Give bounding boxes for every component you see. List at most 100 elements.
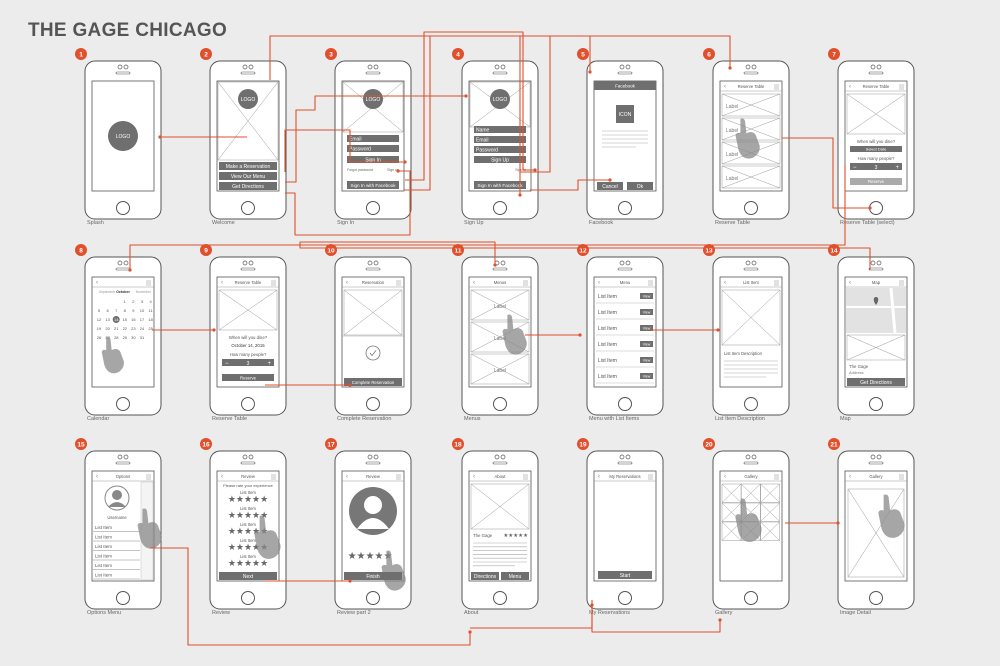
ok-button[interactable]	[627, 182, 653, 190]
back-icon[interactable]: ‹	[724, 474, 726, 480]
step-number: 6	[707, 52, 711, 59]
start-button[interactable]	[598, 571, 652, 579]
camera-icon	[367, 260, 373, 266]
back-icon[interactable]: ‹	[849, 280, 851, 286]
screen-area	[719, 276, 783, 388]
directions-button[interactable]	[471, 572, 499, 580]
back-icon[interactable]: ‹	[96, 474, 98, 480]
password-field[interactable]	[347, 145, 399, 152]
plus-icon: +	[267, 361, 271, 367]
card-label: Label	[494, 368, 506, 374]
back-icon[interactable]: ‹	[346, 474, 348, 480]
back-icon[interactable]: ‹	[598, 474, 600, 480]
view-button[interactable]	[640, 325, 653, 331]
camera-icon	[367, 64, 373, 70]
speaker-icon	[240, 461, 256, 465]
camera-icon	[242, 64, 248, 70]
flow-connector	[530, 179, 610, 191]
screen-header: Map	[872, 280, 881, 285]
logo-text: LOGO	[493, 97, 508, 103]
people-question: How many people?	[858, 156, 895, 161]
reserve-button[interactable]	[222, 374, 274, 381]
connector-end-dot	[493, 263, 497, 267]
make-reservation-button[interactable]	[219, 162, 277, 170]
view-button[interactable]	[640, 341, 653, 347]
flow-connector	[285, 170, 411, 236]
placeholder-cross	[470, 483, 530, 530]
calendar-day: 23	[131, 326, 136, 331]
calendar-day: 25	[148, 326, 153, 331]
people-stepper[interactable]	[850, 163, 902, 170]
star-rating: ★★★★★	[348, 551, 393, 562]
connector-end-dot	[348, 383, 352, 387]
back-icon[interactable]: ‹	[473, 474, 475, 480]
next-button[interactable]	[219, 572, 277, 580]
back-icon[interactable]: ‹	[221, 474, 223, 480]
email-field[interactable]	[474, 136, 526, 143]
camera-icon	[248, 260, 254, 266]
back-icon[interactable]: ‹	[598, 280, 600, 286]
back-icon[interactable]: ‹	[724, 280, 726, 286]
name-field[interactable]	[474, 126, 526, 133]
sign-up-button[interactable]	[474, 156, 526, 163]
view-button[interactable]	[640, 357, 653, 363]
sign-in-button[interactable]	[347, 156, 399, 163]
list-item: List Item	[598, 374, 617, 380]
screen-area	[593, 80, 657, 192]
plus-icon: +	[895, 165, 899, 171]
facebook-signin-button[interactable]	[347, 181, 399, 189]
connector-end-dot	[464, 94, 468, 98]
connector-end-dot	[718, 618, 722, 622]
view-button[interactable]	[640, 373, 653, 379]
camera-icon	[123, 260, 129, 266]
camera-icon	[745, 64, 751, 70]
cancel-button[interactable]	[597, 182, 623, 190]
speaker-icon	[365, 461, 381, 465]
select-date-button[interactable]	[850, 146, 902, 152]
back-icon[interactable]: ‹	[221, 280, 223, 286]
step-number: 20	[705, 442, 713, 449]
get-directions-button[interactable]	[847, 378, 905, 386]
ok-button-label: Ok	[637, 184, 644, 190]
back-icon[interactable]: ‹	[849, 474, 851, 480]
placeholder-cross	[721, 289, 781, 346]
get-directions-button[interactable]	[219, 182, 277, 190]
back-icon[interactable]: ‹	[96, 280, 98, 286]
finish-button[interactable]	[344, 572, 402, 580]
selected-day[interactable]	[112, 316, 120, 323]
back-icon[interactable]: ‹	[346, 280, 348, 286]
options-list-item: List Item	[95, 573, 112, 578]
view-button[interactable]	[640, 293, 653, 299]
step-number: 19	[579, 442, 587, 449]
speaker-icon	[365, 71, 381, 75]
person-body-icon	[357, 518, 389, 529]
back-icon[interactable]: ‹	[849, 84, 851, 90]
screen-area	[719, 470, 783, 582]
email-field[interactable]	[347, 135, 399, 142]
home-button-icon	[869, 591, 883, 605]
camera-icon	[745, 260, 751, 266]
password-field[interactable]	[474, 146, 526, 153]
flow-connector	[269, 35, 731, 80]
menu-button[interactable]	[501, 572, 529, 580]
hand-gesture-icon	[735, 118, 760, 159]
view-menu-button[interactable]	[219, 172, 277, 180]
hero-image	[217, 81, 279, 161]
people-stepper[interactable]	[222, 359, 274, 366]
calendar-day: 13	[105, 317, 110, 322]
flow-connector	[405, 31, 535, 181]
back-icon[interactable]: ‹	[473, 280, 475, 286]
complete-reservation-button[interactable]	[344, 378, 402, 386]
back-icon[interactable]: ‹	[724, 84, 726, 90]
view-button[interactable]	[640, 309, 653, 315]
hand-shape	[735, 498, 762, 542]
reserve-button[interactable]	[850, 178, 902, 185]
screen-header: Reservation	[362, 280, 385, 285]
camera-icon	[117, 64, 123, 70]
calendar-day: 9	[132, 308, 135, 313]
step-number: 8	[79, 248, 83, 255]
facebook-signin-button[interactable]	[474, 181, 526, 189]
finish-button-label: Finish	[366, 574, 380, 580]
map-view[interactable]	[846, 288, 906, 333]
